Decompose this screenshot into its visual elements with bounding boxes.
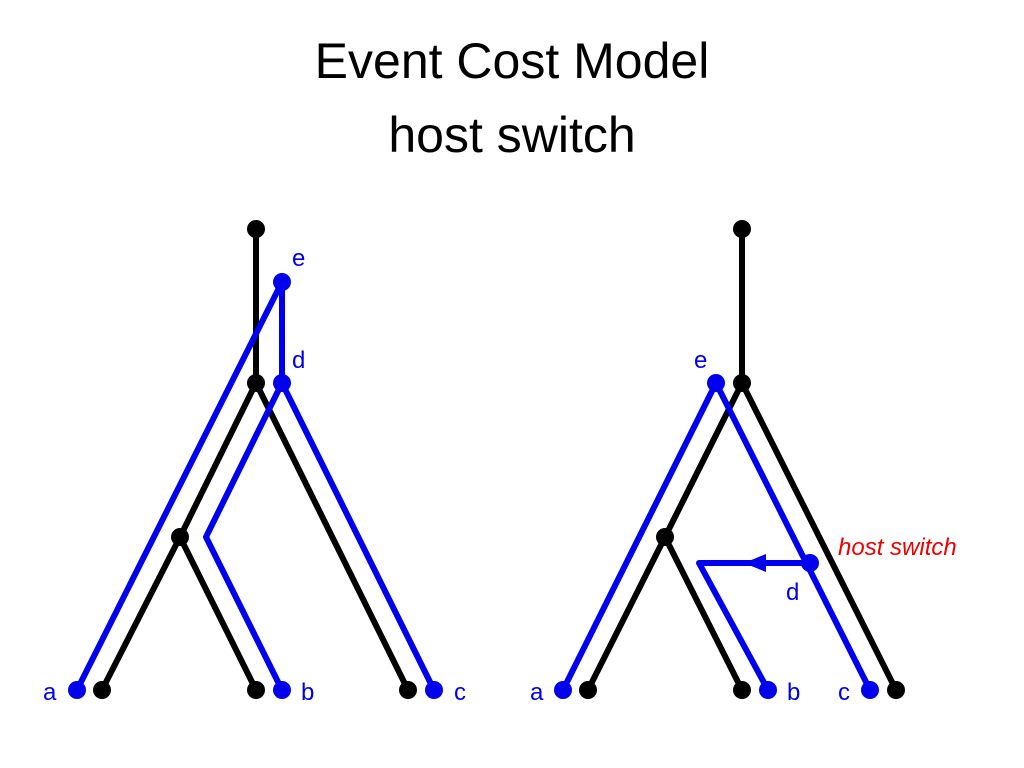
- right-parasite-node-d: [801, 554, 819, 572]
- right-parasite-node-c: [861, 681, 879, 699]
- left-parasite-tree: [74, 279, 437, 693]
- left-host-node: [399, 681, 417, 699]
- left-diagram: e d a b c: [43, 220, 466, 706]
- right-parasite-edge: [560, 380, 719, 693]
- right-parasite-edge: [696, 560, 771, 693]
- right-host-edge: [662, 534, 745, 693]
- right-host-tree: [585, 226, 899, 693]
- right-diagram: e d a b c host switch: [530, 220, 957, 706]
- left-host-node: [93, 681, 111, 699]
- right-parasite-nodes: [554, 374, 879, 699]
- right-label-c: c: [838, 679, 850, 706]
- left-parasite-node-d: [273, 374, 291, 392]
- right-label-b: b: [787, 679, 800, 706]
- left-host-edge: [99, 534, 183, 693]
- left-label-a: a: [43, 679, 57, 706]
- slide-title: Event Cost Model: [314, 33, 710, 89]
- left-parasite-node-c: [425, 681, 443, 699]
- left-host-tree: [99, 226, 411, 693]
- right-host-node: [733, 374, 751, 392]
- right-label-a: a: [530, 679, 544, 706]
- left-parasite-node-a: [68, 681, 86, 699]
- right-label-e: e: [694, 347, 707, 374]
- right-host-node: [733, 220, 751, 238]
- right-parasite-node-a: [554, 681, 572, 699]
- left-parasite-nodes: [68, 273, 443, 699]
- left-label-b: b: [301, 679, 314, 706]
- right-parasite-node-b: [759, 681, 777, 699]
- right-host-nodes: [579, 220, 905, 699]
- left-parasite-node-e: [273, 273, 291, 291]
- left-host-node: [247, 681, 265, 699]
- right-label-d: d: [786, 579, 799, 606]
- left-host-nodes: [93, 220, 417, 699]
- left-parasite-edge: [74, 279, 285, 693]
- left-host-node: [247, 220, 265, 238]
- left-host-edge: [253, 380, 411, 693]
- host-switch-arrowhead: [744, 554, 766, 572]
- right-host-edge: [585, 534, 668, 693]
- right-parasite-edge: [713, 380, 873, 693]
- slide-subtitle: host switch: [388, 107, 636, 163]
- host-switch-annotation: host switch: [838, 534, 957, 561]
- left-host-edge: [177, 534, 259, 693]
- right-parasite-tree: [560, 380, 873, 693]
- right-host-node: [733, 681, 751, 699]
- left-host-edge: [177, 380, 259, 540]
- right-host-node: [887, 681, 905, 699]
- right-host-edge: [739, 380, 899, 693]
- right-host-node: [579, 681, 597, 699]
- left-host-node: [247, 374, 265, 392]
- left-label-d: d: [292, 347, 305, 374]
- left-label-c: c: [454, 679, 466, 706]
- right-host-node: [656, 528, 674, 546]
- right-parasite-node-e: [707, 374, 725, 392]
- left-host-node: [171, 528, 189, 546]
- left-parasite-edge: [279, 380, 437, 693]
- left-parasite-edge: [203, 380, 285, 693]
- left-label-e: e: [292, 245, 305, 272]
- left-parasite-node-b: [273, 681, 291, 699]
